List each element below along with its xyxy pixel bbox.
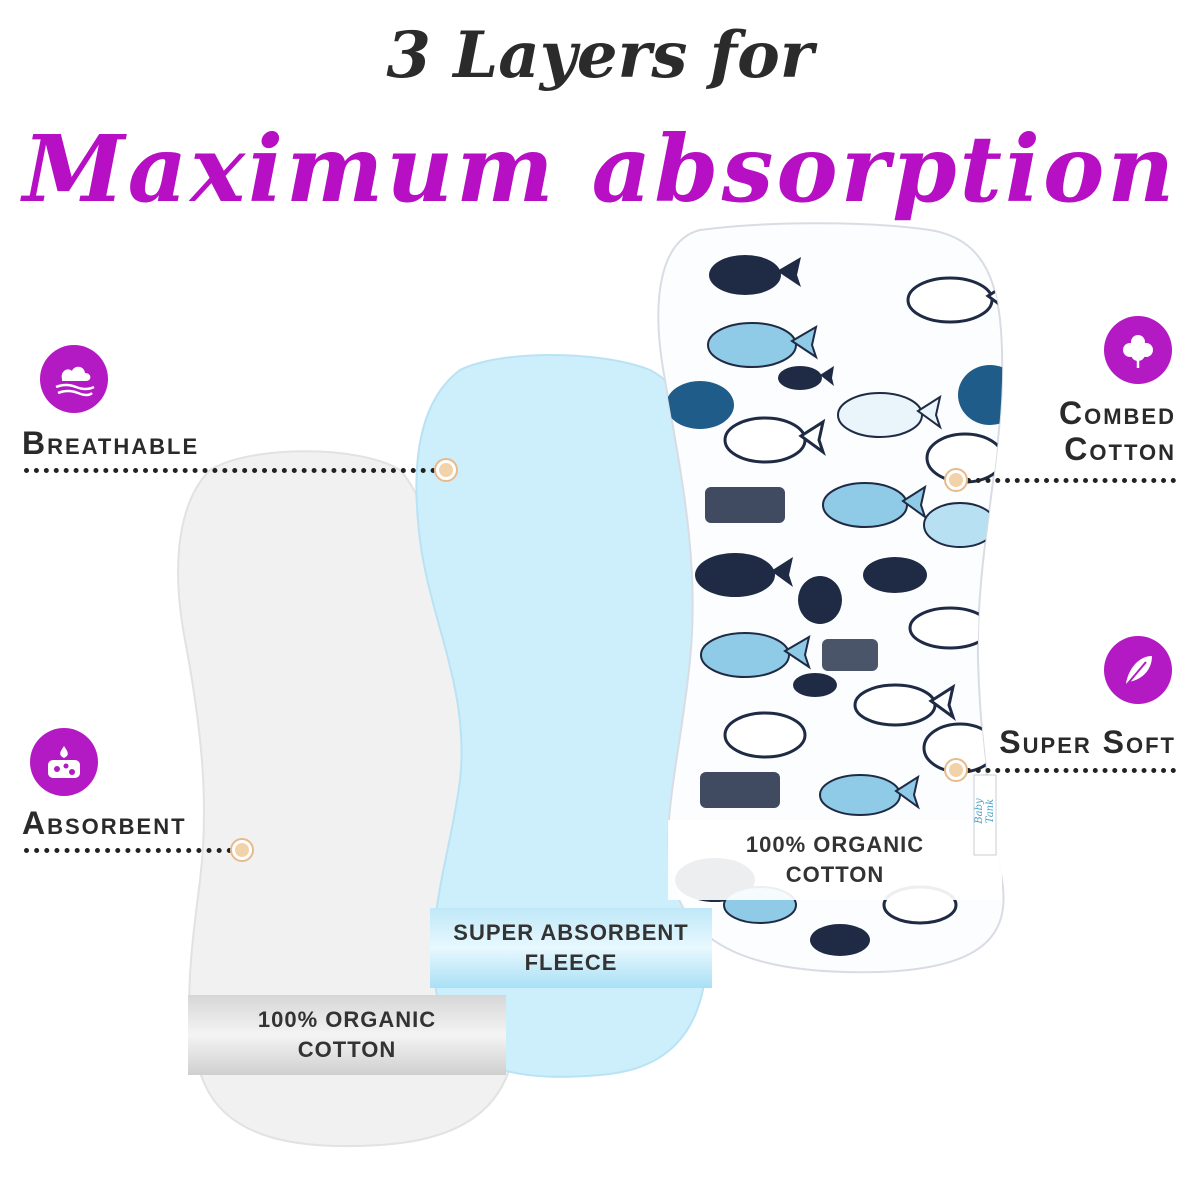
- label-tag: [973, 774, 997, 856]
- leader-pin-breathable: [436, 460, 456, 480]
- leader-line-combed-cotton: [966, 478, 1176, 483]
- feather-icon: [1104, 636, 1172, 704]
- cloud-wind-icon: [40, 345, 108, 413]
- feature-label-combed-cotton: Combed Cotton: [1059, 395, 1176, 467]
- leader-pin-combed-cotton: [946, 470, 966, 490]
- band-fleece: [430, 908, 712, 988]
- feature-label-breathable: Breathable: [22, 425, 200, 461]
- layer-label-fleece-line1: SUPER ABSORBENT: [453, 920, 689, 945]
- layer-label-fleece-line2: FLEECE: [524, 950, 618, 975]
- cotton-flower-icon: [1104, 316, 1172, 384]
- layer-label-fleece: SUPER ABSORBENT FLEECE: [430, 908, 712, 988]
- band-white: [188, 995, 506, 1075]
- layer-label-white-line2: COTTON: [297, 1037, 397, 1062]
- title-line-2: Maximum absorption: [22, 115, 1178, 223]
- sponge-icon: [30, 728, 98, 796]
- leader-line-breathable: [24, 468, 436, 473]
- leader-line-super-soft: [966, 768, 1176, 773]
- band-print: [668, 820, 1002, 900]
- whale-pattern: [0, 0, 58, 20]
- layer-label-white-line1: 100% ORGANIC: [257, 1007, 437, 1032]
- feature-label-absorbent: Absorbent: [22, 805, 187, 841]
- leader-line-absorbent: [24, 848, 232, 853]
- leader-pin-super-soft: [946, 760, 966, 780]
- layer-label-white: 100% ORGANIC COTTON: [188, 995, 506, 1075]
- layer-label-print: 100% ORGANIC COTTON: [668, 820, 1002, 900]
- layer-label-print-line2: COTTON: [785, 862, 885, 887]
- title-line-1: 3 Layers for: [386, 18, 814, 93]
- leader-pin-absorbent: [232, 840, 252, 860]
- feature-label-super-soft: Super Soft: [999, 724, 1176, 760]
- layer-label-print-line1: 100% ORGANIC: [745, 832, 925, 857]
